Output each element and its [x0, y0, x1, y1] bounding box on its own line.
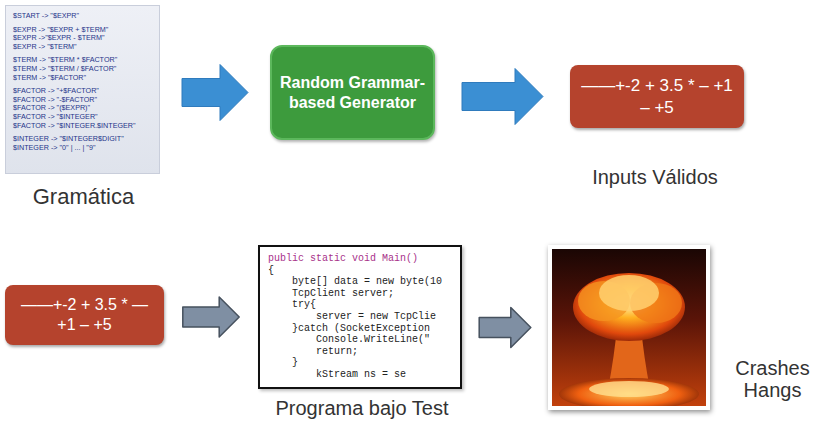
grammar-rule: $FACTOR -> "$INTEGER" [13, 113, 136, 122]
code-line: return; [268, 346, 442, 358]
box-label: Random Grammar-based Generator [280, 73, 425, 111]
grammar-rule: $EXPR ->"$EXPR - $TERM" [13, 34, 136, 43]
grammar-rule: $START -> "$EXPR" [13, 12, 136, 21]
grammar-rule: $FACTOR -> "-$FACTOR" [13, 96, 136, 105]
code-screenshot: public static void Main(){ byte[] data =… [258, 245, 462, 389]
grammar-rule: $EXPR -> "$TERM" [13, 43, 136, 52]
text-group: ——+-2 + 3.5 * – +1 – +5 [570, 75, 744, 118]
grammar-rule: $INTEGER -> "0" | ... | "9" [13, 144, 136, 153]
input-box: ——+-2 + 3.5 * – +1 – +5Inputs Válidos [570, 65, 744, 128]
block-arrow [183, 297, 239, 337]
code-line: kStream ns = se [268, 369, 442, 381]
code-line: Console.WriteLine(" [268, 334, 442, 346]
explosion-photo: Crashes Hangs [548, 245, 710, 410]
caption-label: Gramática [6, 185, 161, 209]
block-arrow [462, 69, 543, 125]
code-line: public static void Main() [268, 253, 442, 265]
block-arrow [479, 308, 531, 348]
box-label: ——+-2 + 3.5 * —+1 – +5 [15, 295, 154, 335]
grammar-rule: $TERM -> "$FACTOR" [13, 74, 136, 83]
text-group: public static void Main(){ byte[] data =… [260, 247, 450, 387]
grammar-rule: $FACTOR -> "($EXPR)" [13, 104, 136, 113]
text-group: Random Grammar-based Generator [272, 73, 433, 111]
code-line: }catch (SocketException [268, 323, 442, 335]
box-label: ——+-2 + 3.5 * – +1 – +5 [580, 75, 734, 118]
explosion-illustration [552, 249, 706, 406]
grammar-panel: $START -> "$EXPR" $EXPR -> "$EXPR + $TERM… [5, 5, 160, 174]
grammar-rule: $FACTOR -> "+$FACTOR" [13, 87, 136, 96]
block-arrow [182, 65, 248, 121]
text-group: ——+-2 + 3.5 * —+1 – +5 [5, 295, 164, 335]
caption-label: Crashes Hangs [720, 357, 825, 401]
grammar-rule: $EXPR -> "$EXPR + $TERM" [13, 26, 136, 35]
grammar-rule: $FACTOR -> "$INTEGER.$INTEGER" [13, 122, 136, 131]
code-line: byte[] data = new byte(10 [268, 276, 442, 288]
code-line: server = new TcpClie [268, 311, 442, 323]
text-group: $START -> "$EXPR" $EXPR -> "$EXPR + $TERM… [6, 6, 143, 158]
grammar-rule: $TERM -> "$TERM / $FACTOR" [13, 65, 136, 74]
code-line: TcpClient server; [268, 288, 442, 300]
caption-label: Programa bajo Test [260, 397, 464, 419]
grammar-rule: $INTEGER -> "$INTEGER$DIGIT" [13, 135, 136, 144]
code-line: } [268, 357, 442, 369]
generator-box: Random Grammar-based Generator [270, 45, 435, 140]
input-box: ——+-2 + 3.5 * —+1 – +5 [5, 285, 164, 345]
grammar-rule: $TERM -> "$TERM * $FACTOR" [13, 56, 136, 65]
code-line: { [268, 265, 442, 277]
caption-label: Inputs Válidos [570, 166, 740, 188]
code-line: try{ [268, 299, 442, 311]
